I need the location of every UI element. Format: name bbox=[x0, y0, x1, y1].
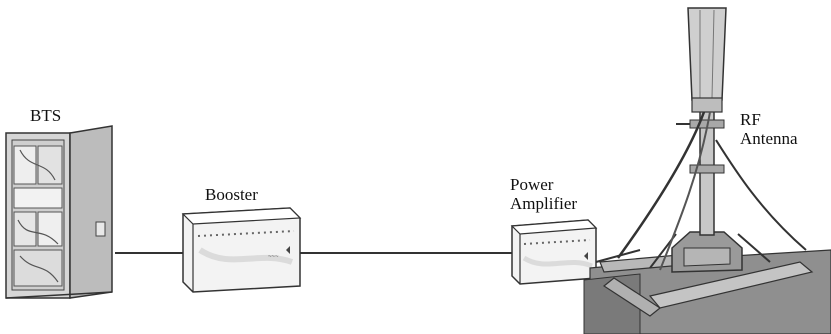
bts-label-text: BTS bbox=[30, 106, 62, 125]
booster-label: Booster bbox=[205, 185, 258, 204]
booster-unit-icon: ~~~ bbox=[181, 207, 302, 293]
booster-label-text: Booster bbox=[205, 185, 258, 204]
rf-antenna-label-line1: RF bbox=[740, 110, 761, 129]
power-amplifier-unit-icon bbox=[510, 219, 598, 285]
power-amplifier-label-line2: Amplifier bbox=[510, 194, 578, 213]
power-amplifier-label-line1: Power bbox=[510, 175, 554, 194]
svg-text:~~~: ~~~ bbox=[268, 254, 279, 260]
rf-antenna-mast-icon bbox=[583, 7, 831, 334]
bts-cabinet-icon bbox=[5, 125, 113, 299]
rf-antenna-label-line2: Antenna bbox=[740, 129, 798, 148]
bts-label: BTS bbox=[30, 106, 61, 125]
rf-antenna-label: RF Antenna bbox=[740, 110, 798, 148]
power-amplifier-label: Power Amplifier bbox=[510, 175, 577, 213]
